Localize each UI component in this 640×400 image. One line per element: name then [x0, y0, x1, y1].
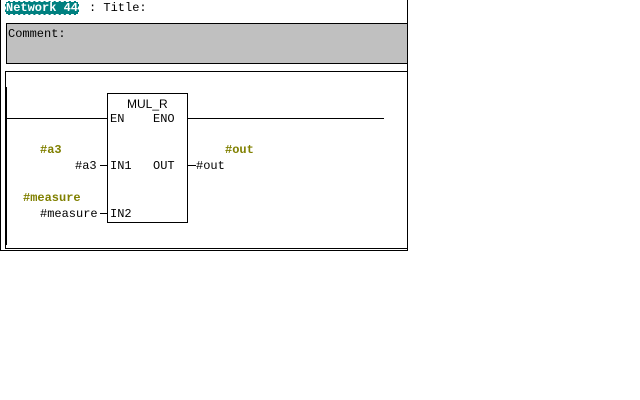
ladder-area[interactable]	[5, 71, 408, 249]
pin-eno: ENO	[153, 112, 175, 126]
rung-line-out	[187, 118, 384, 119]
comment-label: Comment:	[8, 27, 66, 41]
out-symbol: #out	[225, 143, 254, 157]
pin-in1: IN1	[110, 159, 132, 173]
mul-r-block[interactable]: MUL_R EN ENO IN1 OUT IN2	[107, 93, 188, 223]
in2-wire	[100, 213, 107, 214]
pin-en: EN	[110, 112, 125, 126]
in1-symbol: #a3	[40, 143, 62, 157]
in1-wire	[100, 165, 107, 166]
block-name: MUL_R	[127, 97, 168, 111]
pin-out: OUT	[153, 159, 175, 173]
network-title[interactable]: : Title:	[89, 1, 147, 15]
out-wire	[188, 165, 196, 166]
out-operand[interactable]: #out	[196, 159, 225, 173]
power-rail	[6, 87, 7, 245]
in2-symbol: #measure	[23, 191, 81, 205]
in2-operand[interactable]: #measure	[40, 207, 98, 221]
in1-operand[interactable]: #a3	[75, 159, 97, 173]
rung-line-in	[7, 118, 107, 119]
pin-in2: IN2	[110, 207, 132, 221]
network-label[interactable]: Network 44	[5, 1, 80, 15]
network-comment[interactable]: Comment:	[6, 23, 408, 64]
